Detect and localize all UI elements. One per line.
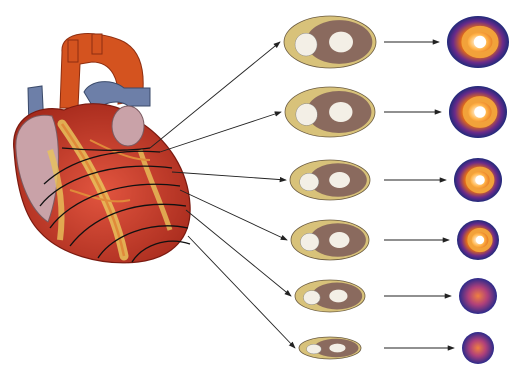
left-atrium (112, 106, 144, 146)
arrow-to-slice-3 (172, 172, 286, 180)
scan-6 (462, 332, 494, 364)
slice-6 (299, 337, 361, 359)
tissue-slices (284, 16, 376, 359)
heart-illustration (14, 34, 191, 263)
slice-3 (290, 160, 370, 200)
scan-1 (447, 16, 509, 68)
arrow-to-slice-4 (180, 190, 287, 240)
slice-1 (284, 16, 376, 68)
arrow-to-slice-1 (150, 42, 280, 148)
slice-5 (295, 280, 365, 312)
arrow-to-slice-6 (188, 236, 295, 348)
aorta-branch-1 (68, 40, 78, 62)
arrow-to-slice-2 (160, 112, 281, 152)
scan-4 (457, 220, 499, 260)
slice-2 (285, 87, 375, 137)
right-atrium (16, 115, 59, 222)
scan-2 (449, 86, 507, 138)
arrows-to-scans (384, 42, 454, 348)
arrow-to-slice-5 (186, 210, 291, 296)
slice-4 (291, 220, 369, 260)
perfusion-scans (447, 16, 509, 364)
aorta-branch-2 (92, 34, 102, 54)
scan-3 (454, 158, 502, 202)
scan-5 (459, 278, 497, 314)
